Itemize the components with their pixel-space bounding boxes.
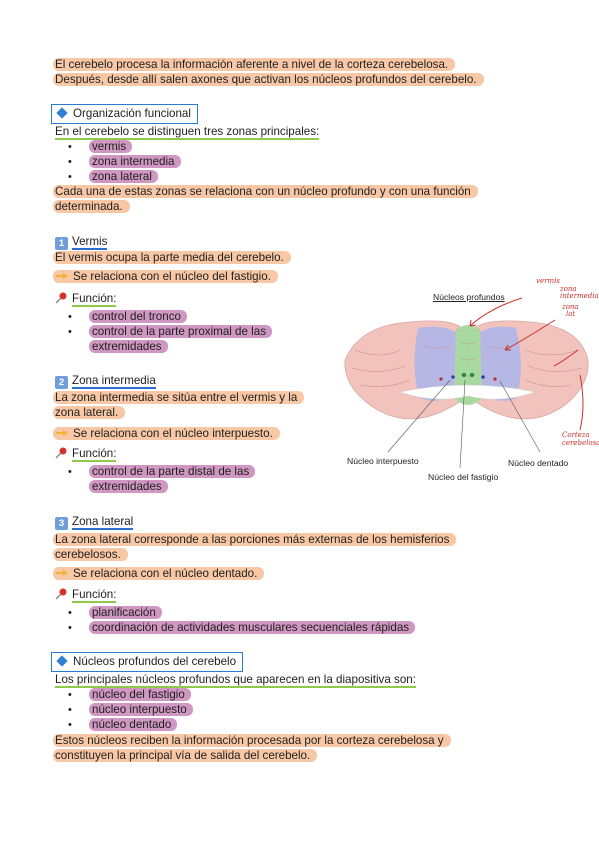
- intermedia-desc-2: zona lateral.: [53, 406, 126, 420]
- cerebellum-diagram: [344, 297, 589, 469]
- org-lead: En el cerebelo se distinguen tres zonas …: [55, 125, 320, 140]
- list-item: control de la parte distal de las: [89, 465, 256, 479]
- pointing-hand-icon: [56, 273, 68, 279]
- section-heading-organizacion: Organización funcional: [51, 104, 198, 124]
- annotation-vermis: vermis: [536, 277, 560, 285]
- bullet-icon: •: [68, 466, 72, 478]
- number-badge-icon: 3: [55, 517, 68, 530]
- section-heading-nucleos: Núcleos profundos del cerebelo: [51, 652, 244, 672]
- pointing-hand-icon: [56, 430, 68, 436]
- nucleos-after-2: constituyen la principal vía de salida d…: [53, 749, 318, 763]
- annotation-corteza-2: cerebelosa: [562, 439, 599, 447]
- intro-line-2: Después, desde allí salen axones que act…: [53, 73, 484, 87]
- pushpin-icon: [55, 588, 67, 600]
- bullet-icon: •: [68, 156, 72, 168]
- pointing-hand-icon: [56, 570, 68, 576]
- intro-line-1: El cerebelo procesa la información afere…: [53, 58, 456, 72]
- label-nucleo-interpuesto: Núcleo interpuesto: [347, 456, 419, 466]
- nucleos-after-1: Estos núcleos reciben la información pro…: [53, 734, 451, 748]
- lateral-desc-1: La zona lateral corresponde a las porcio…: [53, 533, 457, 547]
- bullet-icon: •: [68, 141, 72, 153]
- label-nucleo-fastigio: Núcleo del fastigio: [428, 472, 499, 482]
- org-after-2: determinada.: [53, 200, 130, 214]
- pushpin-icon: [55, 447, 67, 459]
- list-item: vermis: [89, 140, 133, 154]
- diamond-icon: [56, 655, 68, 667]
- vermis-desc: El vermis ocupa la parte media del cereb…: [53, 251, 291, 265]
- annotation-intermedia-1: zona: [560, 285, 577, 293]
- bullet-icon: •: [68, 171, 72, 183]
- pushpin-icon: [55, 292, 67, 304]
- list-item: control de la parte proximal de las: [89, 325, 272, 339]
- lateral-desc-2: cerebelosos.: [53, 548, 128, 562]
- list-item: núcleo dentado: [89, 718, 178, 732]
- bullet-icon: •: [68, 689, 72, 701]
- vermis-relation: Se relaciona con el núcleo del fastigio.: [53, 270, 278, 284]
- nucleos-lead: Los principales núcleos profundos que ap…: [55, 673, 416, 688]
- lateral-function-label: Función:: [55, 588, 117, 603]
- bullet-icon: •: [68, 704, 72, 716]
- annotation-lateral-2: lat: [566, 310, 576, 318]
- intermedia-function-label: Función:: [55, 447, 117, 462]
- diamond-icon: [56, 107, 68, 119]
- list-item: zona lateral: [89, 170, 158, 184]
- list-item: zona intermedia: [89, 155, 181, 169]
- list-item: control del tronco: [89, 310, 187, 324]
- list-item: núcleo interpuesto: [89, 703, 193, 717]
- list-item-continuation: extremidades: [89, 340, 168, 354]
- figure-title: Núcleos profundos: [433, 292, 505, 302]
- intermedia-relation: Se relaciona con el núcleo interpuesto.: [53, 427, 280, 441]
- bullet-icon: •: [68, 311, 72, 323]
- list-item: coordinación de actividades musculares s…: [89, 621, 416, 635]
- annotation-lateral-1: zona: [562, 303, 579, 311]
- intermedia-desc-1: La zona intermedia se sitúa entre el ver…: [53, 391, 305, 405]
- label-nucleo-dentado: Núcleo dentado: [508, 458, 569, 468]
- number-badge-icon: 2: [55, 376, 68, 389]
- annotation-corteza-1: Corteza: [562, 431, 590, 439]
- bullet-icon: •: [68, 607, 72, 619]
- bullet-icon: •: [68, 622, 72, 634]
- list-item: planificación: [89, 606, 162, 620]
- list-item-continuation: extremidades: [89, 480, 168, 494]
- vermis-function-label: Función:: [55, 292, 117, 307]
- annotation-intermedia-2: intermedia: [560, 292, 599, 300]
- bullet-icon: •: [68, 719, 72, 731]
- list-item: núcleo del fastigio: [89, 688, 191, 702]
- bullet-icon: •: [68, 326, 72, 338]
- lateral-relation: Se relaciona con el núcleo dentado.: [53, 567, 265, 581]
- org-after-1: Cada una de estas zonas se relaciona con…: [53, 185, 478, 199]
- number-badge-icon: 1: [55, 237, 68, 250]
- cerebellum-figure: Núcleos profundos: [340, 277, 599, 490]
